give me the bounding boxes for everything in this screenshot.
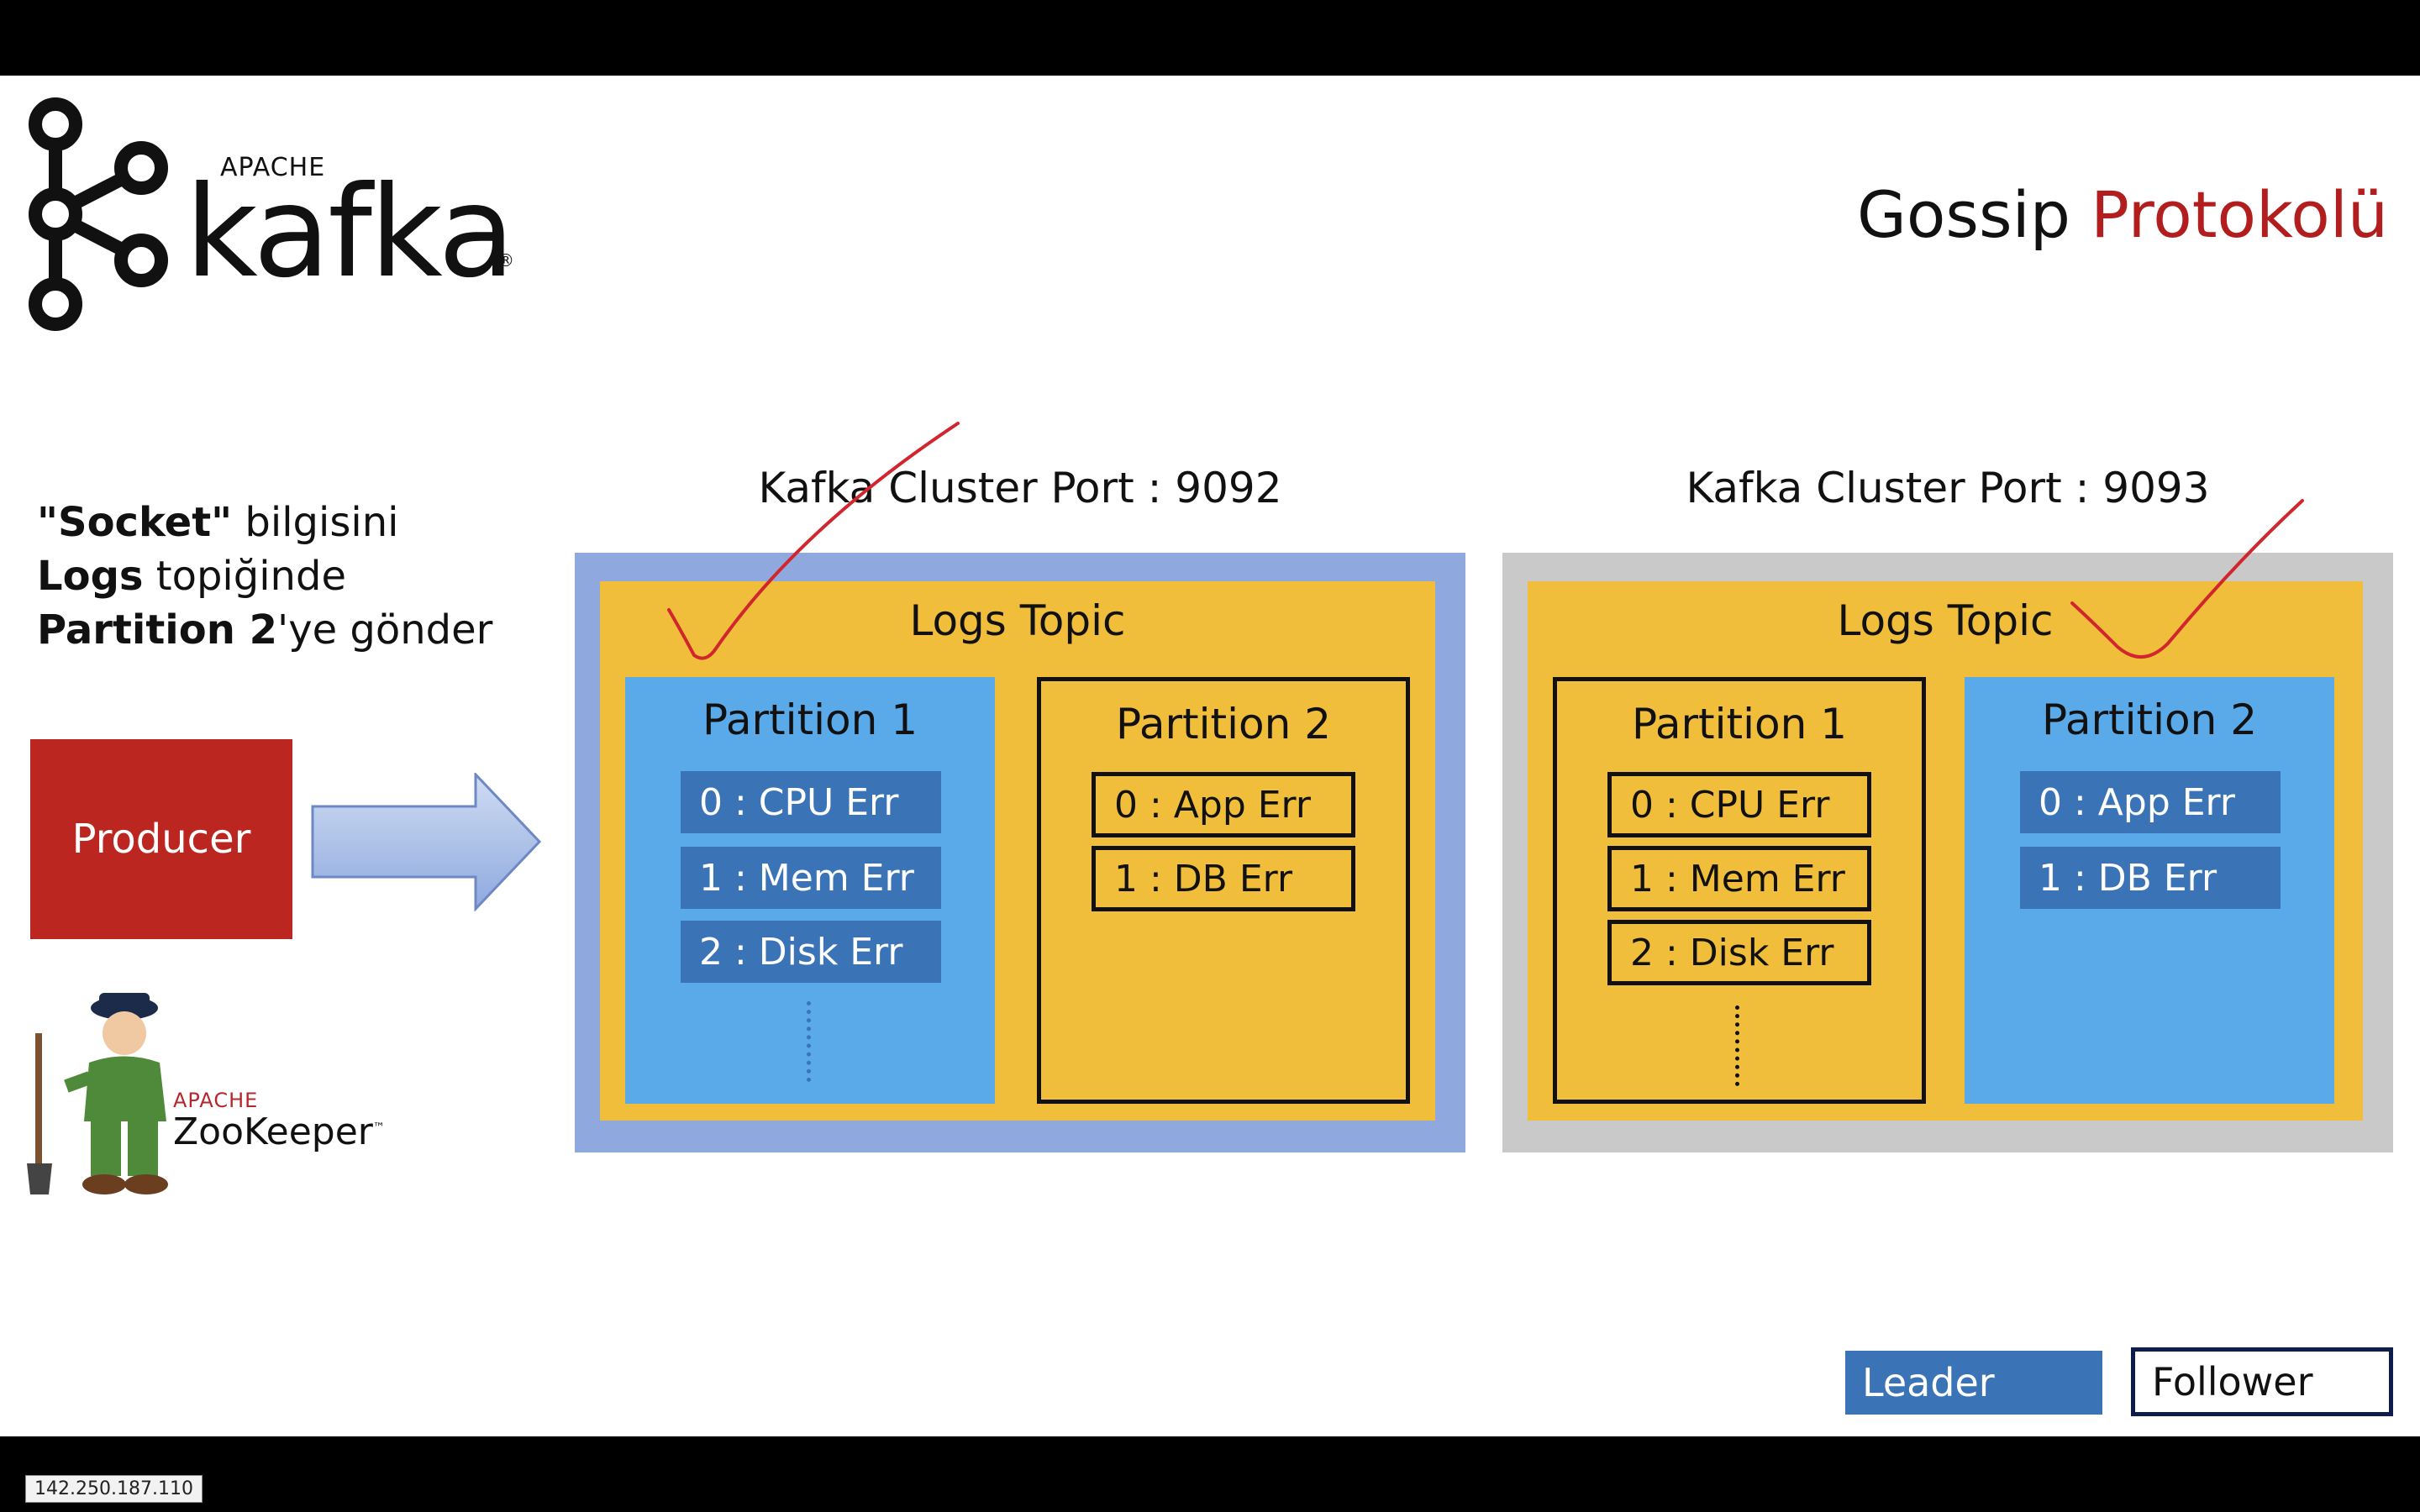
zookeeper-tm: ™ bbox=[372, 1121, 385, 1135]
cluster-1-topic-label: Logs Topic bbox=[909, 596, 1126, 645]
more-messages-dots bbox=[1735, 1005, 1739, 1086]
cluster-2: Logs Topic Partition 1 0 : CPU Err 1 : M… bbox=[1502, 553, 2393, 1152]
instruction-text: "Socket" bilgisini Logs topiğinde Partit… bbox=[37, 496, 492, 657]
instr-rest-1: bilgisini bbox=[232, 499, 399, 546]
instr-bold-2: Logs bbox=[37, 553, 144, 600]
zookeeper-name: ZooKeeper™ bbox=[173, 1110, 385, 1153]
cluster-2-label: Kafka Cluster Port : 9093 bbox=[1686, 464, 2210, 512]
cluster-1-partition-1: Partition 1 0 : CPU Err 1 : Mem Err 2 : … bbox=[625, 677, 995, 1104]
message-item: 0 : CPU Err bbox=[681, 771, 941, 833]
checkmark-2-icon bbox=[2070, 499, 2304, 659]
cluster-2-topic: Logs Topic Partition 1 0 : CPU Err 1 : M… bbox=[1528, 581, 2363, 1121]
slide: APACHE kafka ® Gossip Protokolü "Socket"… bbox=[0, 76, 2420, 1436]
ip-address-label: 142.250.187.110 bbox=[25, 1475, 203, 1503]
title-part1: Gossip bbox=[1857, 177, 2070, 252]
cluster-1-partition-2: Partition 2 0 : App Err 1 : DB Err bbox=[1037, 677, 1410, 1104]
instr-rest-2: topiğinde bbox=[143, 553, 346, 600]
logo-registered: ® bbox=[497, 250, 514, 270]
message-item: 0 : App Err bbox=[1092, 772, 1355, 837]
legend-leader: Leader bbox=[1845, 1351, 2102, 1415]
cluster-1-label: Kafka Cluster Port : 9092 bbox=[758, 464, 1282, 512]
message-item: 2 : Disk Err bbox=[1607, 920, 1871, 985]
more-messages-dots bbox=[807, 1001, 811, 1082]
instr-bold-3: Partition 2 bbox=[37, 606, 278, 654]
logo-apache-text: APACHE bbox=[220, 153, 326, 182]
logo-wordmark: kafka bbox=[185, 160, 515, 306]
page-title: Gossip Protokolü bbox=[1857, 183, 2388, 247]
cluster-2-topic-label: Logs Topic bbox=[1837, 596, 2054, 645]
producer-box: Producer bbox=[30, 739, 292, 939]
kafka-logo-icon bbox=[29, 97, 168, 331]
zookeeper-mascot-icon bbox=[27, 993, 168, 1194]
partition-title: Partition 1 bbox=[702, 696, 918, 744]
arrow-right-icon bbox=[311, 773, 542, 911]
message-item: 0 : CPU Err bbox=[1607, 772, 1871, 837]
partition-title: Partition 1 bbox=[1631, 700, 1848, 748]
cluster-1: Logs Topic Partition 1 0 : CPU Err 1 : M… bbox=[575, 553, 1465, 1152]
message-item: 1 : Mem Err bbox=[681, 847, 941, 909]
legend-follower: Follower bbox=[2131, 1347, 2393, 1416]
cluster-2-partition-1: Partition 1 0 : CPU Err 1 : Mem Err 2 : … bbox=[1553, 677, 1926, 1104]
message-item: 2 : Disk Err bbox=[681, 921, 941, 983]
instr-bold-1: "Socket" bbox=[37, 499, 233, 546]
instr-rest-3: 'ye gönder bbox=[277, 606, 493, 654]
message-item: 1 : DB Err bbox=[1092, 846, 1355, 911]
message-item: 1 : Mem Err bbox=[1607, 846, 1871, 911]
message-item: 1 : DB Err bbox=[2020, 847, 2281, 909]
zookeeper-name-text: ZooKeeper bbox=[173, 1110, 373, 1153]
message-item: 0 : App Err bbox=[2020, 771, 2281, 833]
zookeeper-apache-text: APACHE bbox=[173, 1089, 259, 1112]
partition-title: Partition 2 bbox=[2041, 696, 2258, 744]
cluster-1-topic: Logs Topic Partition 1 0 : CPU Err 1 : M… bbox=[600, 581, 1435, 1121]
checkmark-1-icon bbox=[667, 422, 960, 660]
cluster-2-partition-2: Partition 2 0 : App Err 1 : DB Err bbox=[1965, 677, 2334, 1104]
partition-title: Partition 2 bbox=[1115, 700, 1332, 748]
title-part2: Protokolü bbox=[2091, 177, 2389, 252]
